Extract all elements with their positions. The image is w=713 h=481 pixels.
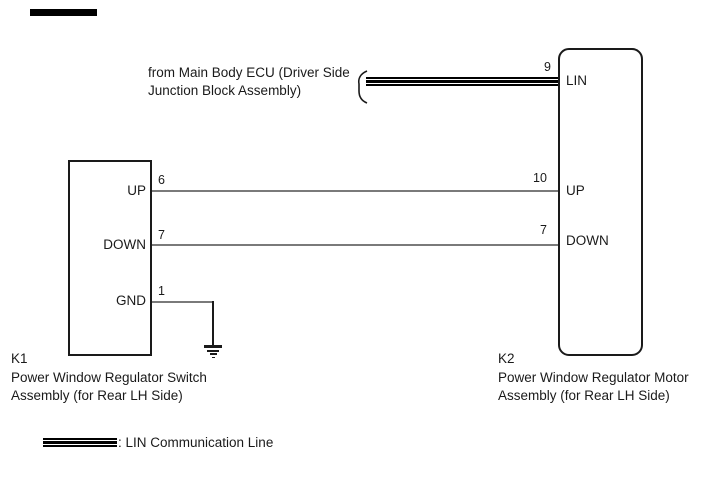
wire-down (152, 244, 558, 246)
k1-desc-line2: Assembly (for Rear LH Side) (11, 388, 183, 403)
k2-pin-number-down: 7 (540, 223, 547, 237)
wire-up (152, 190, 558, 192)
k2-pin-label-lin: LIN (566, 73, 588, 88)
k1-caption: K1 Power Window Regulator Switch Assembl… (11, 350, 207, 406)
lin-line-sample (43, 438, 117, 447)
k1-pin-number-up: 6 (158, 173, 165, 187)
k1-pin-number-gnd: 1 (158, 284, 165, 298)
k2-pin-label-down: DOWN (566, 233, 609, 248)
ecu-source-note-line2: Junction Block Assembly) (148, 83, 302, 98)
k2-desc-line1: Power Window Regulator Motor (498, 369, 689, 385)
k1-pin-label-down: DOWN (103, 237, 146, 252)
k2-connector-box (558, 48, 643, 356)
k1-pin-label-up: UP (127, 183, 146, 198)
k2-pin-label-up: UP (566, 183, 585, 198)
wire-gnd (152, 301, 213, 303)
ground-lead (212, 301, 214, 346)
k1-pin-number-down: 7 (158, 228, 165, 242)
k1-desc-line1: Power Window Regulator Switch (11, 369, 207, 385)
wire-break-icon (357, 70, 368, 104)
k2-pin-number-lin: 9 (544, 60, 551, 74)
k1-pin-label-gnd: GND (116, 293, 146, 308)
legend-label: : LIN Communication Line (118, 435, 274, 450)
ecu-source-note: from Main Body ECU (Driver Side Junction… (148, 64, 350, 100)
ecu-source-note-line1: from Main Body ECU (Driver Side (148, 65, 350, 80)
k2-desc-line2: Assembly (for Rear LH Side) (498, 388, 670, 403)
k2-caption: K2 Power Window Regulator Motor Assembly… (498, 350, 689, 406)
page-header-bar (30, 9, 97, 16)
lin-line (366, 77, 558, 86)
k2-id: K2 (498, 351, 515, 366)
k1-id: K1 (11, 351, 28, 366)
k1-connector-box (68, 160, 152, 356)
k2-pin-number-up: 10 (533, 171, 547, 185)
